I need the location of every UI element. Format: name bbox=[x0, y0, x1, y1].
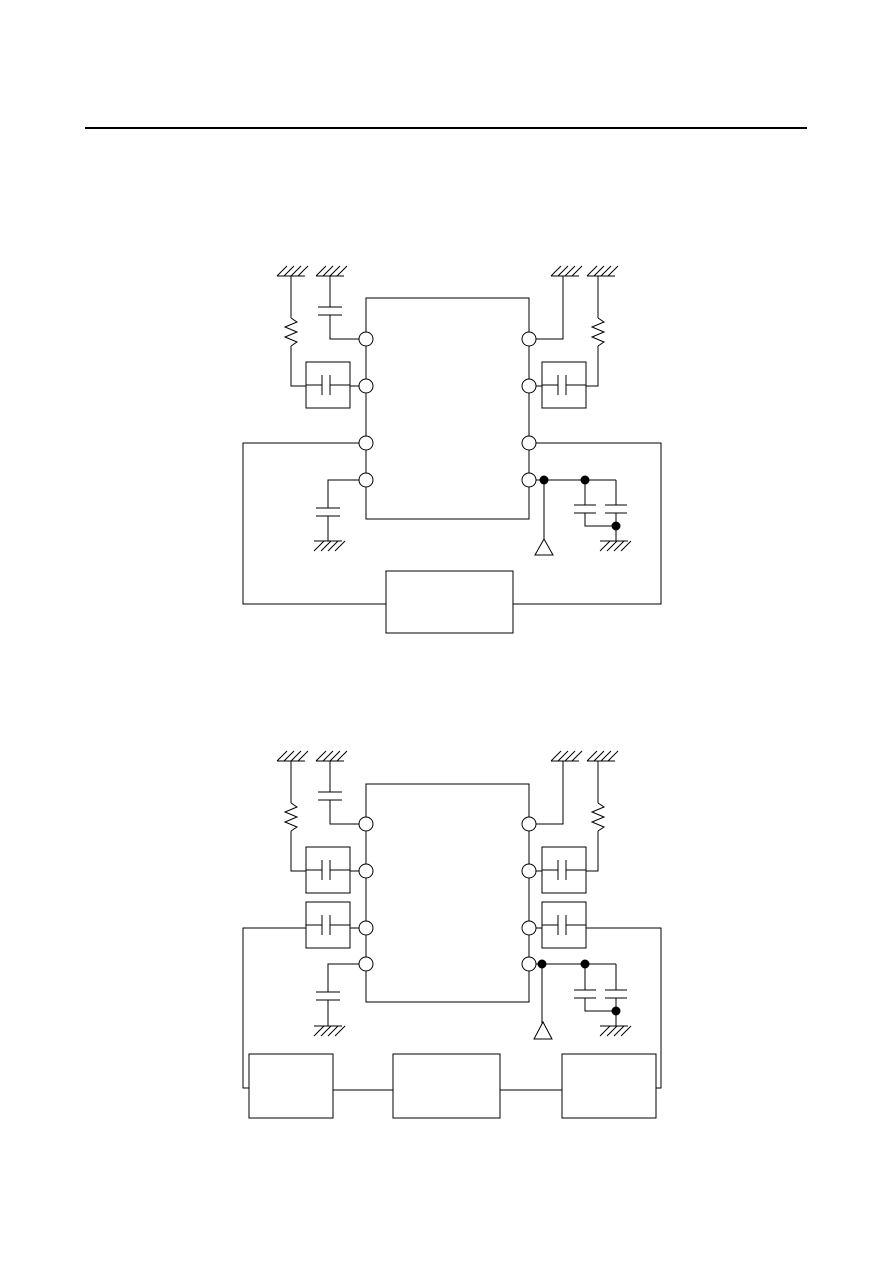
ic-pin bbox=[522, 436, 536, 450]
circuit-diagram-1 bbox=[243, 265, 661, 633]
ic-pin bbox=[522, 921, 536, 935]
external-block bbox=[393, 1054, 500, 1118]
ic-pin bbox=[522, 332, 536, 346]
external-block bbox=[386, 571, 513, 633]
external-block bbox=[249, 1054, 333, 1118]
ic-pin bbox=[522, 864, 536, 878]
ic-pin bbox=[522, 817, 536, 831]
ic-pin bbox=[359, 957, 373, 971]
ic-pin bbox=[359, 864, 373, 878]
ic-pin bbox=[359, 436, 373, 450]
ic-pin bbox=[359, 379, 373, 393]
header-rule bbox=[85, 127, 807, 129]
external-block bbox=[562, 1054, 656, 1118]
ic-pin bbox=[359, 921, 373, 935]
circuit-diagram-2 bbox=[243, 750, 661, 1118]
ic-pin bbox=[359, 332, 373, 346]
ic-pin bbox=[522, 957, 536, 971]
ic-body bbox=[366, 784, 529, 1002]
ic-body bbox=[366, 298, 529, 519]
ic-pin bbox=[522, 379, 536, 393]
ic-pin bbox=[359, 473, 373, 487]
ic-pin bbox=[522, 473, 536, 487]
ic-pin bbox=[359, 817, 373, 831]
